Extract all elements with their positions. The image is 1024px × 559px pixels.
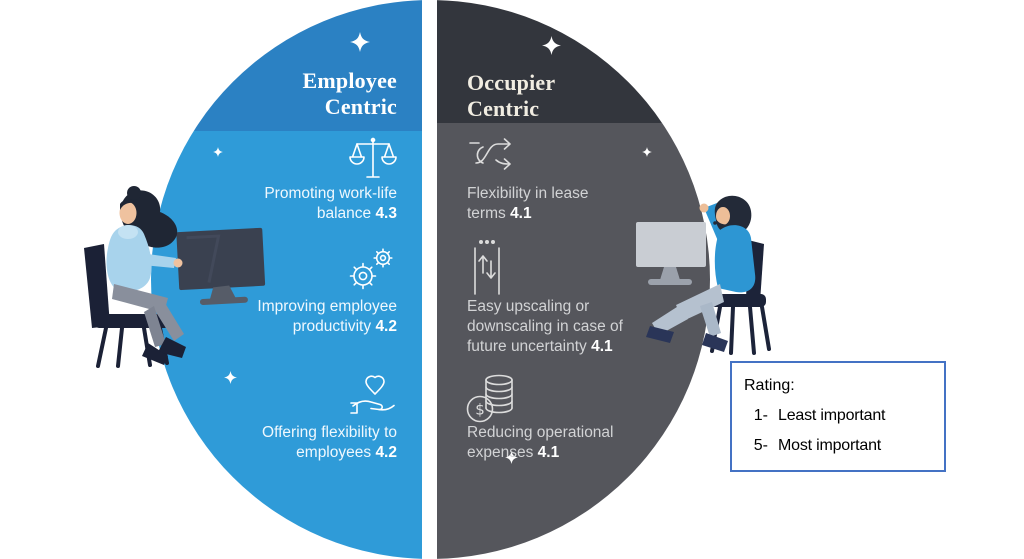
rating-value: 4.1 — [591, 338, 613, 355]
sparkle-icon — [642, 147, 652, 157]
rating-value: 4.1 — [537, 444, 560, 461]
rating-value: 4.2 — [375, 444, 397, 461]
monitor — [636, 222, 706, 285]
scales-icon — [349, 134, 397, 184]
employee-item-worklife: Promoting work-life balance 4.3 — [264, 185, 397, 222]
legend-value: 5- — [753, 437, 768, 454]
occupier-item-lease-terms: Flexibility in lease terms 4.1 — [467, 185, 589, 222]
monitor — [176, 227, 266, 305]
shuffle-arrows-icon — [466, 132, 518, 174]
rating-legend-box: Rating: 1- Least important 5- Most impor… — [730, 361, 946, 472]
legend-value: 1- — [753, 407, 768, 424]
heart-in-hand-icon — [349, 372, 397, 422]
occupier-item-upscaling: Easy upscaling or downscaling in case of… — [467, 298, 623, 355]
woman-at-desk-illustration — [84, 186, 266, 368]
sparkle-icon — [505, 451, 518, 464]
rating-value: 4.2 — [375, 318, 397, 335]
rating-value: 4.1 — [510, 205, 532, 222]
sparkle-icon — [213, 147, 223, 157]
occupier-item-expenses: Reducing operational expenses 4.1 — [467, 424, 614, 461]
gears-icon — [345, 245, 395, 293]
sparkle-icon — [224, 371, 237, 384]
elevator-icon — [468, 238, 506, 298]
man-at-desk-illustration — [636, 195, 771, 355]
legend-label: Most important — [778, 437, 882, 454]
dollar-glyph: $ — [475, 401, 485, 419]
legend-label: Least important — [778, 407, 886, 424]
rating-value: 4.3 — [375, 205, 397, 222]
legend-entry-most: 5- Most important — [744, 437, 934, 455]
employee-item-productivity: Improving employee productivity 4.2 — [257, 298, 397, 335]
occupier-centric-title: Occupier Centric — [467, 70, 555, 121]
legend-title: Rating: — [744, 377, 795, 394]
legend-entry-least: 1- Least important — [744, 407, 934, 425]
coin-stack-icon: $ — [465, 371, 519, 425]
employee-item-flexibility: Offering flexibility to employees 4.2 — [262, 424, 397, 461]
employee-centric-title: Employee Centric — [302, 68, 397, 119]
sparkle-icon — [350, 32, 370, 52]
sparkle-icon — [542, 36, 561, 55]
